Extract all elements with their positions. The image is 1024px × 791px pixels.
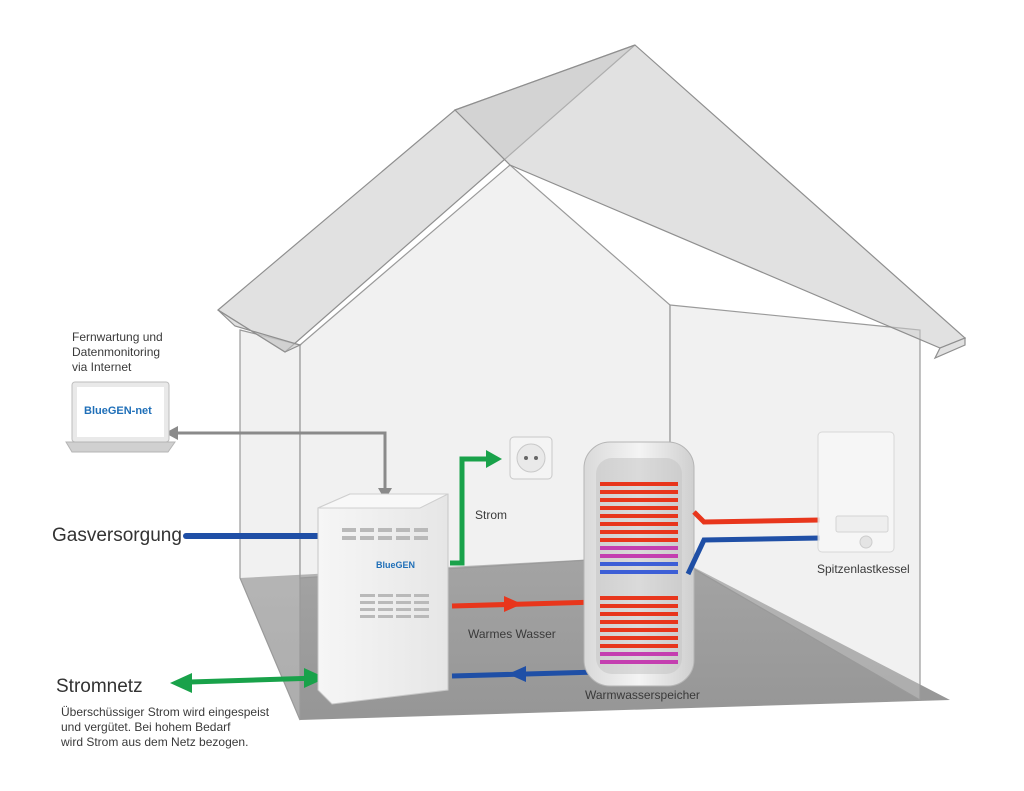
gas-supply-label: Gasversorgung (52, 525, 182, 546)
grid-note-line-2: und vergütet. Bei hohem Bedarf (61, 720, 231, 734)
grid-label: Stromnetz (56, 676, 143, 697)
wall-socket (509, 436, 553, 480)
data-arrowhead-left (165, 426, 178, 440)
grid-note: Überschüssiger Strom wird eingespeist un… (61, 705, 269, 750)
remote-line-1: Fernwartung und (72, 330, 163, 344)
house-walls (239, 164, 921, 721)
remote-line-3: via Internet (72, 360, 132, 374)
grid-note-line-3: wird Strom aus dem Netz bezogen. (61, 735, 249, 749)
laptop (65, 381, 176, 453)
power-arrowhead (486, 450, 502, 468)
return-water-arrowhead (508, 666, 526, 682)
peak-load-boiler (817, 431, 895, 553)
warm-water-arrowhead (504, 596, 522, 612)
warm-water-pipe (451, 599, 599, 609)
grid-arrowhead-right (304, 668, 326, 688)
storage-tank-label: Warmwasserspeicher (585, 688, 700, 702)
unit-logo: BlueGEN (376, 560, 416, 570)
house-roof (216, 44, 967, 360)
boiler-cold-pipe (685, 535, 821, 576)
warm-water-label: Warmes Wasser (468, 627, 556, 641)
power-line-to-socket (450, 456, 492, 566)
peak-boiler-label: Spitzenlastkessel (817, 562, 910, 576)
remote-line-2: Datenmonitoring (72, 345, 161, 359)
bluegen-unit (317, 493, 449, 705)
power-label: Strom (475, 508, 508, 522)
grid-arrowhead-left (170, 673, 192, 693)
boiler-hot-pipe (692, 510, 821, 525)
remote-monitoring-label: Fernwartung und Datenmonitoring via Inte… (72, 330, 163, 375)
data-connection-arrow (172, 431, 387, 492)
grid-note-line-1: Überschüssiger Strom wird eingespeist (61, 705, 270, 719)
grid-power-line (189, 675, 319, 685)
laptop-logo: BlueGEN-net (84, 405, 152, 417)
storage-tank (583, 441, 695, 687)
